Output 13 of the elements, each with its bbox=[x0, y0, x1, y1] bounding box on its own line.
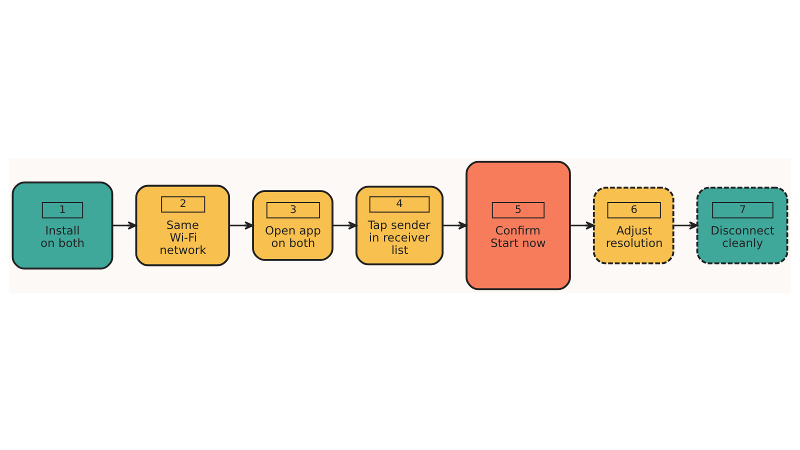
arrow bbox=[229, 220, 254, 230]
arrow bbox=[673, 220, 698, 230]
node-box: 6 Adjust resolution bbox=[592, 186, 674, 264]
node-box: 4 Tap sender in receiver list bbox=[355, 185, 444, 265]
node-box: 2 Same Wi-Fi network bbox=[135, 184, 230, 266]
arrow bbox=[442, 220, 468, 230]
arrow bbox=[112, 220, 137, 230]
arrow bbox=[332, 220, 358, 230]
node-box: 7 Disconnect cleanly bbox=[696, 186, 788, 264]
arrow bbox=[570, 220, 595, 230]
node-box: 3 Open app on both bbox=[252, 190, 334, 260]
node-box: 1 Install on both bbox=[12, 180, 114, 270]
node-box: 5 Confirm Start now bbox=[466, 160, 571, 290]
